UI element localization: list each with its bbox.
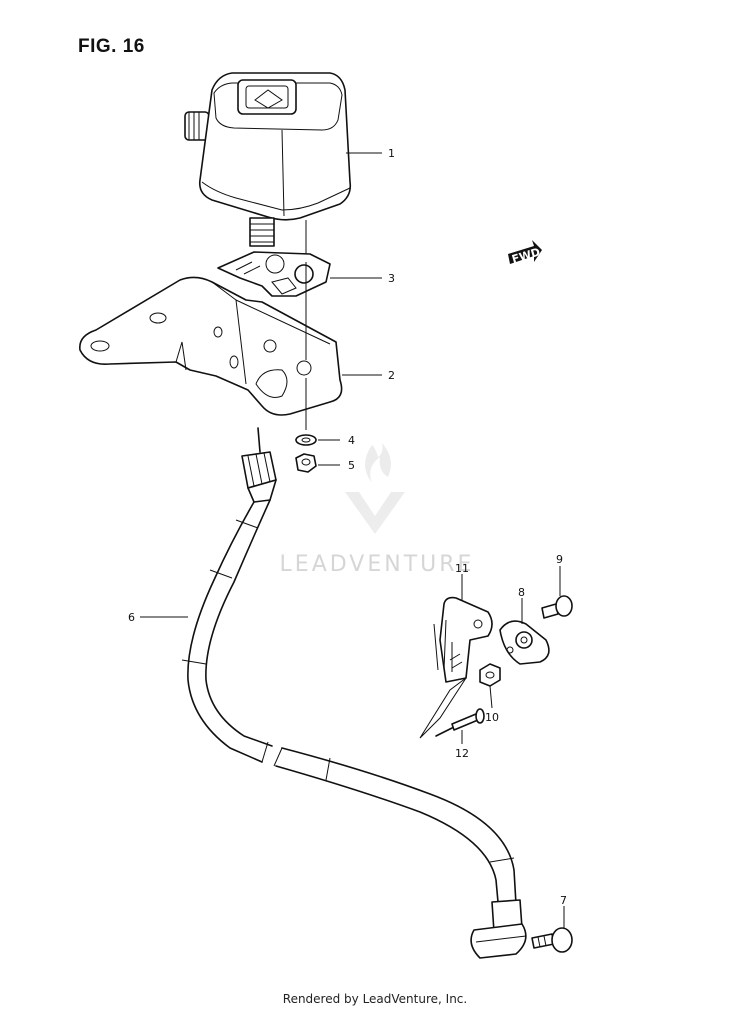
callout-11: 11 [455, 562, 469, 575]
part-4-washer [295, 434, 317, 446]
callout-8: 8 [518, 586, 525, 599]
part-7-screw [531, 927, 573, 953]
footer-credit: Rendered by LeadVenture, Inc. [282, 992, 468, 1006]
callout-2: 2 [388, 369, 395, 382]
watermark-text: LEADVENTURE [279, 552, 475, 577]
watermark-logo [345, 443, 405, 534]
callout-6: 6 [128, 611, 135, 624]
leader-lines [140, 152, 565, 928]
part-12-rivet [435, 708, 485, 737]
callout-7: 7 [560, 894, 567, 907]
figure-title: FIG. 16 [78, 36, 145, 57]
callout-4: 4 [348, 434, 355, 447]
part-3-clip-plate [217, 251, 331, 297]
part-9-screw [541, 595, 573, 619]
part-8-clamp [499, 620, 550, 665]
callout-1: 1 [388, 147, 395, 160]
callout-12: 12 [455, 747, 469, 760]
callout-10: 10 [485, 711, 499, 724]
part-1-meter [184, 72, 352, 260]
callout-labels: 1 3 2 4 5 6 7 8 9 10 11 12 [128, 147, 567, 907]
part-11-clamp-bracket [419, 596, 493, 739]
part-6-cable [181, 427, 527, 959]
callout-9: 9 [556, 553, 563, 566]
callout-3: 3 [388, 272, 395, 285]
part-2-bracket [79, 276, 343, 416]
fwd-label: FWD [510, 246, 541, 266]
part-10-nut [479, 663, 501, 687]
callout-5: 5 [348, 459, 355, 472]
part-5-nut [295, 453, 317, 473]
fwd-arrow-icon: FWD [508, 240, 542, 266]
